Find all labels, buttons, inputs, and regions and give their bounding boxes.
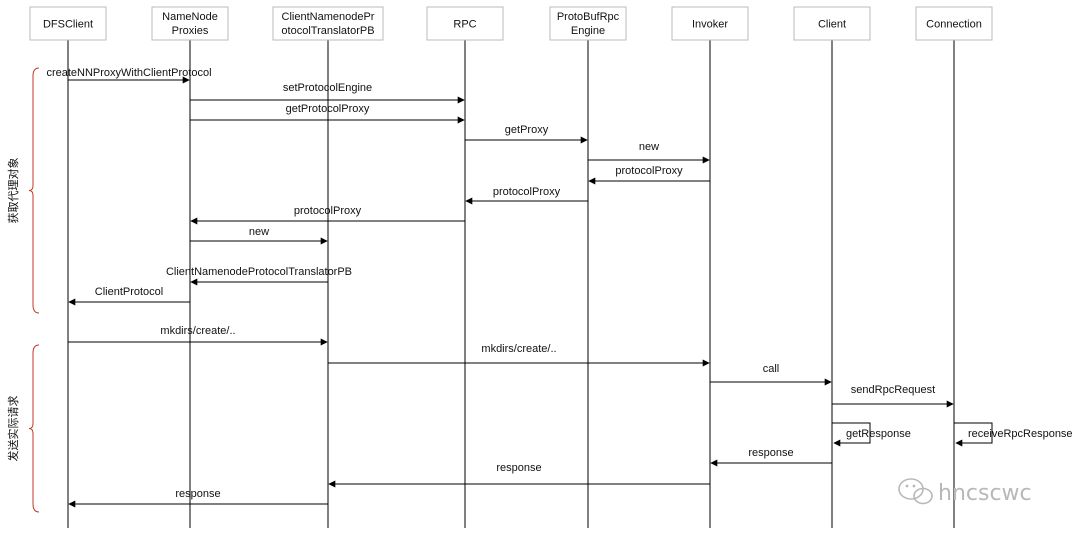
participant-label: Proxies — [172, 25, 209, 37]
participant-inv: Invoker — [671, 6, 749, 41]
message: protocolProxy — [465, 186, 588, 205]
message-label: protocolProxy — [615, 165, 683, 177]
message-label: getResponse — [846, 428, 911, 440]
participant-box — [151, 6, 229, 41]
message: response — [328, 462, 710, 488]
participant-box — [793, 6, 871, 41]
participant-box — [671, 6, 749, 41]
participant-cnpt: ClientNamenodePr otocolTranslatorPB — [272, 6, 384, 41]
participant-label: DFSClient — [43, 19, 93, 31]
message-label: receiveRpcResponse — [968, 428, 1073, 440]
message-label: getProxy — [505, 124, 549, 136]
group-bracket — [28, 344, 40, 513]
participant-box — [272, 6, 384, 41]
message-label: sendRpcRequest — [851, 384, 935, 396]
participant-label: Invoker — [692, 19, 728, 31]
message: response — [68, 488, 328, 508]
message-label: new — [249, 226, 269, 238]
message: ClientNamenodeProtocolTranslatorPB — [166, 266, 352, 286]
participant-label: Client — [818, 19, 846, 31]
message: mkdirs/create/.. — [68, 325, 328, 346]
message: mkdirs/create/.. — [328, 343, 710, 367]
participant-box — [915, 6, 993, 41]
message: setProtocolEngine — [190, 82, 465, 104]
participant-cli: Client — [793, 6, 871, 41]
message-label: protocolProxy — [294, 205, 362, 217]
message-label: protocolProxy — [493, 186, 561, 198]
watermark-text: hncscwc — [938, 481, 1032, 506]
message-arrow — [832, 422, 871, 447]
messages: createNNProxyWithClientProtocol setProtoc… — [46, 67, 1073, 508]
participant-rpc: RPC — [426, 6, 504, 41]
message: sendRpcRequest — [832, 384, 954, 408]
message: getProxy — [465, 124, 588, 144]
message-label: ClientNamenodeProtocolTranslatorPB — [166, 266, 352, 278]
message-arrow — [954, 422, 993, 447]
message-label: setProtocolEngine — [283, 82, 372, 94]
participant-box — [549, 6, 627, 41]
participant-label: RPC — [453, 19, 476, 31]
participant-dfs: DFSClient — [29, 6, 107, 41]
group-label: 发送实际请求 — [6, 396, 20, 462]
participant-label: ClientNamenodePr — [282, 11, 375, 23]
message: protocolProxy — [588, 165, 710, 185]
participant-box — [426, 6, 504, 41]
wechat-icon — [898, 478, 933, 505]
message-label: response — [175, 488, 220, 500]
participant-label: NameNode — [162, 11, 218, 23]
message-label: response — [748, 447, 793, 459]
message: call — [710, 363, 832, 386]
participant-label: Engine — [571, 25, 605, 37]
message: new — [588, 141, 710, 164]
message-label: response — [496, 462, 541, 474]
message: new — [190, 226, 328, 245]
participant-label: otocolTranslatorPB — [281, 25, 374, 37]
group-bracket — [28, 67, 40, 314]
message: ClientProtocol — [68, 286, 190, 306]
message-label: getProtocolProxy — [286, 103, 370, 115]
participant-box — [29, 6, 107, 41]
participant-label: ProtoBufRpc — [557, 11, 620, 23]
message: receiveRpcResponse — [954, 422, 1073, 447]
participant-con: Connection — [915, 6, 993, 41]
participant-label: Connection — [926, 19, 982, 31]
message: getProtocolProxy — [190, 103, 465, 124]
message: getResponse — [832, 422, 911, 447]
message-label: mkdirs/create/.. — [481, 343, 556, 355]
message-label: new — [639, 141, 659, 153]
group-label: 获取代理对象 — [6, 158, 20, 224]
message-label: mkdirs/create/.. — [160, 325, 235, 337]
message-label: ClientProtocol — [95, 286, 163, 298]
message: createNNProxyWithClientProtocol — [46, 67, 212, 84]
message-label: createNNProxyWithClientProtocol — [46, 67, 211, 79]
lifelines — [67, 40, 955, 528]
watermark: hncscwc — [898, 478, 1032, 506]
message: protocolProxy — [190, 205, 465, 225]
message: response — [710, 447, 832, 467]
message-label: call — [763, 363, 780, 375]
